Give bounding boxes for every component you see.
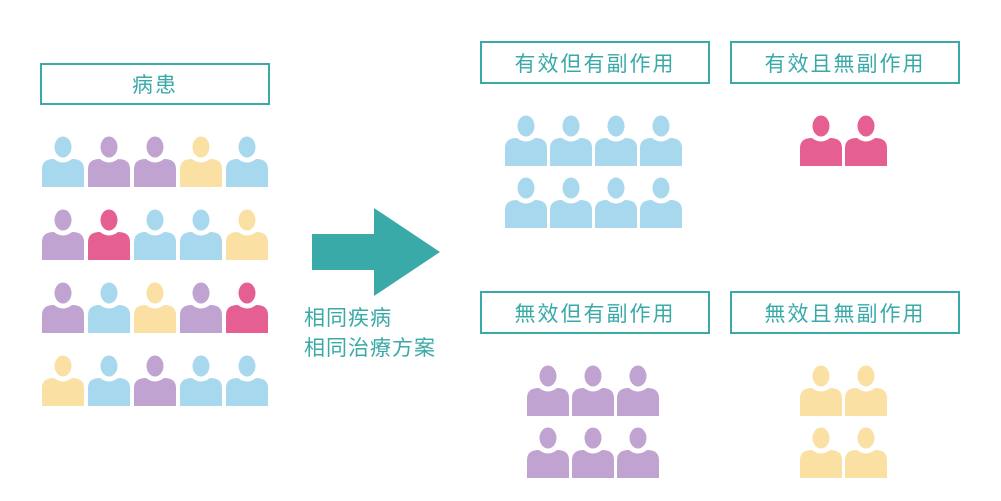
group-ineffective-noside-text: 無效且無副作用 <box>764 301 926 326</box>
person-icon <box>572 365 614 416</box>
person-icon <box>42 209 84 260</box>
right-arrow-icon <box>312 208 440 296</box>
person-icon <box>640 115 682 166</box>
group-ineffective-side-label: 無效但有副作用 <box>480 291 710 334</box>
person-icon <box>226 282 268 333</box>
person-icon <box>572 427 614 478</box>
group-effective-side-label: 有效但有副作用 <box>480 41 710 84</box>
person-icon <box>617 427 659 478</box>
caption-same-treatment: 相同治療方案 <box>304 336 436 360</box>
person-icon <box>800 115 842 166</box>
person-icon <box>180 355 222 406</box>
person-icon <box>505 177 547 228</box>
person-icon <box>617 365 659 416</box>
person-icon <box>550 177 592 228</box>
person-icon <box>226 355 268 406</box>
person-icon <box>180 209 222 260</box>
person-icon <box>800 365 842 416</box>
person-icon <box>88 282 130 333</box>
person-icon <box>180 282 222 333</box>
group-effective-noside-text: 有效且無副作用 <box>764 51 926 76</box>
person-icon <box>134 136 176 187</box>
group-effective-noside-label: 有效且無副作用 <box>730 41 960 84</box>
caption-same-disease: 相同疾病 <box>304 306 392 330</box>
person-icon <box>134 355 176 406</box>
person-icon <box>226 209 268 260</box>
person-icon <box>42 136 84 187</box>
person-icon <box>527 365 569 416</box>
person-icon <box>550 115 592 166</box>
person-icon <box>595 177 637 228</box>
person-icon <box>88 209 130 260</box>
person-icon <box>42 282 84 333</box>
person-icon <box>180 136 222 187</box>
group-ineffective-noside-label: 無效且無副作用 <box>730 291 960 334</box>
group-ineffective-side-text: 無效但有副作用 <box>514 301 676 326</box>
person-icon <box>88 136 130 187</box>
person-icon <box>134 209 176 260</box>
person-icon <box>800 427 842 478</box>
person-icon <box>88 355 130 406</box>
person-icon <box>226 136 268 187</box>
person-icon <box>845 115 887 166</box>
person-icon <box>845 365 887 416</box>
person-icon <box>595 115 637 166</box>
person-icon <box>505 115 547 166</box>
person-icon <box>42 355 84 406</box>
person-icon <box>845 427 887 478</box>
patients-label-text: 病患 <box>132 73 178 97</box>
patients-label: 病患 <box>40 63 270 105</box>
person-icon <box>640 177 682 228</box>
person-icon <box>134 282 176 333</box>
group-effective-side-text: 有效但有副作用 <box>514 51 676 76</box>
person-icon <box>527 427 569 478</box>
